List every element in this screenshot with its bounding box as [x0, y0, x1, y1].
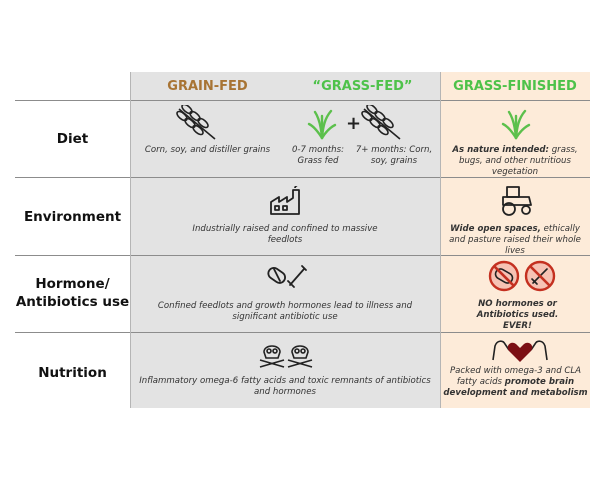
environment-grass-finished-text: Wide open spaces, ethically and pasture … [442, 224, 588, 257]
diet-grass-fed-late-text: 7+ months: Corn, soy, grains [355, 145, 433, 166]
environment-grass-finished-emphasis: Wide open spaces, [450, 224, 541, 234]
divider [15, 255, 590, 256]
nutrition-conventional-text: Inflammatory omega-6 fatty acids and tox… [139, 376, 431, 397]
diet-grass-finished-text: As nature intended: grass, bugs, and oth… [442, 145, 588, 178]
row-label-hormone-line1: Hormone/ [35, 276, 110, 292]
environment-conventional-text: Industrially raised and confined to mass… [192, 224, 378, 245]
grass-icon [307, 109, 337, 140]
row-label-environment: Environment [23, 209, 122, 225]
row-label-hormone: Hormone/ Antibiotics use [15, 275, 130, 311]
no-pill-icon [488, 260, 520, 292]
environment-grass-finished-rest: ethically and pasture raised their whole… [449, 224, 581, 256]
row-label-hormone-line2: Antibiotics use [15, 294, 130, 310]
divider [15, 177, 590, 178]
nutrition-grass-finished-text: Packed with omega-3 and CLA fatty acids … [443, 366, 588, 399]
tractor-icon [502, 186, 532, 216]
heart-muscle-icon [492, 340, 548, 362]
skull-crossbones-icon [259, 345, 313, 368]
plus-sign: + [346, 113, 362, 134]
header-grass-finished: GRASS-FINISHED [453, 79, 577, 94]
hormone-grass-finished-text: NO hormones or Antibiotics used. EVER! [476, 299, 559, 331]
row-label-diet: Diet [56, 131, 89, 147]
grass-icon [501, 109, 531, 140]
nutrition-grass-finished-plain: Packed with omega-3 and CLA fatty acids [449, 366, 582, 387]
header-grain-fed: GRAIN-FED [167, 79, 248, 94]
header-grass-fed: “GRASS-FED” [312, 79, 413, 94]
diet-grass-finished-rest: grass, bugs, and other nutritious vegeta… [459, 145, 578, 177]
diet-grain-fed-text: Corn, soy, and distiller grains [144, 145, 271, 155]
wheat-icon [361, 105, 401, 140]
factory-icon [270, 186, 300, 215]
wheat-icon [176, 105, 216, 140]
divider [130, 72, 131, 408]
nutrition-grass-finished-emphasis: promote brain development and metabolism [443, 377, 588, 398]
divider [15, 332, 590, 333]
row-label-nutrition: Nutrition [38, 365, 107, 381]
pill-syringe-icon [267, 265, 307, 288]
no-syringe-icon [524, 260, 556, 292]
diet-grass-finished-emphasis: As nature intended: [452, 145, 549, 155]
diet-grass-fed-early-text: 0-7 months: Grass fed [291, 145, 345, 166]
comparison-table: GRAIN-FED “GRASS-FED” GRASS-FINISHED Die… [15, 72, 590, 408]
conventional-column-bg [130, 72, 440, 408]
hormone-conventional-text: Confined feedlots and growth hormones le… [157, 301, 413, 322]
divider [440, 72, 441, 408]
divider [15, 100, 590, 101]
